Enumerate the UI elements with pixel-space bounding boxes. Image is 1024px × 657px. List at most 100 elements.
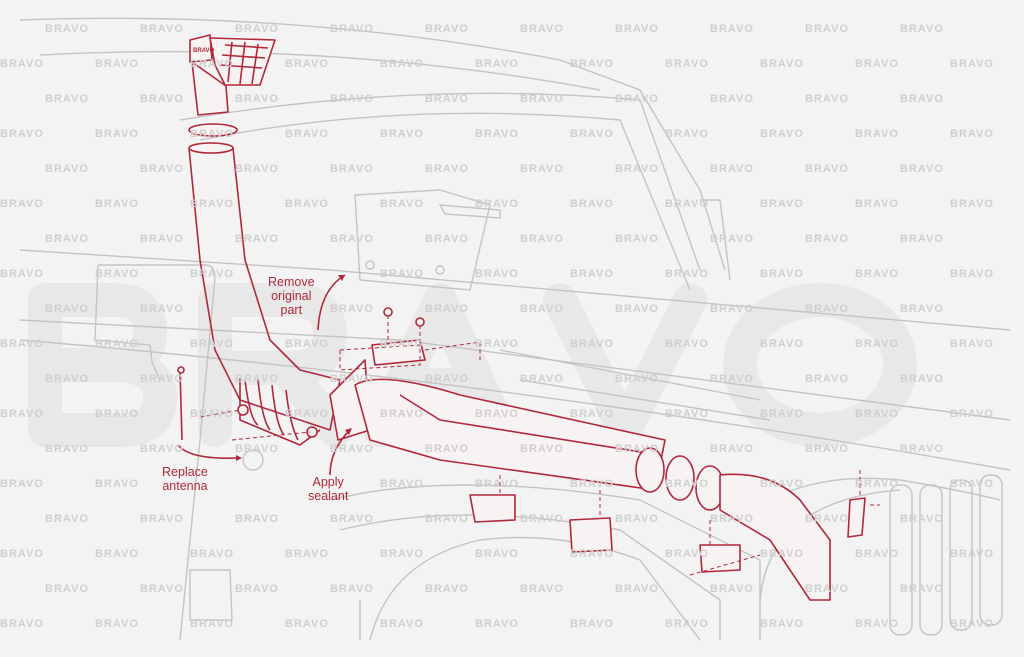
watermark-text: BRAVO bbox=[235, 443, 279, 455]
watermark-text: BRAVO bbox=[475, 58, 519, 70]
watermark-text: BRAVO bbox=[760, 618, 804, 630]
watermark-text: BRAVO bbox=[615, 373, 659, 385]
watermark-text: BRAVO bbox=[615, 233, 659, 245]
watermark-text: BRAVO bbox=[95, 618, 139, 630]
watermark-text: BRAVO bbox=[900, 163, 944, 175]
watermark-text: BRAVO bbox=[285, 198, 329, 210]
watermark-text: BRAVO bbox=[615, 513, 659, 525]
airbox-connector bbox=[719, 473, 831, 601]
watermark-text: BRAVO bbox=[665, 548, 709, 560]
watermark-text: BRAVO bbox=[950, 338, 994, 350]
watermark-text: BRAVO bbox=[760, 128, 804, 140]
watermark-text: BRAVO bbox=[425, 93, 469, 105]
watermark-text: BRAVO bbox=[380, 58, 424, 70]
watermark-text: BRAVO bbox=[45, 513, 89, 525]
watermark-text: BRAVO bbox=[570, 618, 614, 630]
watermark-text: BRAVO bbox=[805, 513, 849, 525]
watermark-text: BRAVO bbox=[520, 23, 564, 35]
watermark-text: BRAVO bbox=[330, 443, 374, 455]
watermark-text: BRAVO bbox=[475, 478, 519, 490]
watermark-text: BRAVO bbox=[855, 618, 899, 630]
watermark-text: BRAVO bbox=[950, 618, 994, 630]
watermark-text: BRAVO bbox=[900, 513, 944, 525]
watermark-text: BRAVO bbox=[380, 128, 424, 140]
watermark-text: BRAVO bbox=[665, 618, 709, 630]
watermark-text: BRAVO bbox=[190, 548, 234, 560]
label-line: sealant bbox=[308, 489, 349, 503]
watermark-text: BRAVO bbox=[900, 583, 944, 595]
watermark-text: BRAVO bbox=[425, 373, 469, 385]
watermark-text: BRAVO bbox=[425, 513, 469, 525]
label-line: part bbox=[280, 303, 303, 317]
watermark-text: BRAVO bbox=[760, 548, 804, 560]
snorkel-head-logo: BRAVO bbox=[193, 48, 215, 54]
watermark-text: BRAVO bbox=[710, 443, 754, 455]
watermark-text: BRAVO bbox=[805, 303, 849, 315]
watermark-text: BRAVO bbox=[805, 583, 849, 595]
label-line: Apply bbox=[312, 475, 344, 489]
watermark-text: BRAVO bbox=[950, 58, 994, 70]
watermark-text: BRAVO bbox=[330, 513, 374, 525]
watermark-text: BRAVO bbox=[665, 478, 709, 490]
watermark-text: BRAVO bbox=[760, 268, 804, 280]
watermark-text: BRAVO bbox=[0, 268, 44, 280]
watermark-text: BRAVO bbox=[900, 443, 944, 455]
watermark-text: BRAVO bbox=[665, 408, 709, 420]
watermark-text: BRAVO bbox=[570, 128, 614, 140]
watermark-text: BRAVO bbox=[330, 303, 374, 315]
watermark-text: BRAVO bbox=[805, 163, 849, 175]
watermark-text: BRAVO bbox=[710, 583, 754, 595]
antenna bbox=[179, 369, 183, 441]
watermark-text: BRAVO bbox=[520, 513, 564, 525]
watermark-text: BRAVO bbox=[900, 233, 944, 245]
watermark-text: BRAVO bbox=[45, 373, 89, 385]
watermark-text: BRAVO bbox=[520, 583, 564, 595]
watermark-text: BRAVO bbox=[710, 513, 754, 525]
watermark-text: BRAVO bbox=[425, 23, 469, 35]
watermark-text: BRAVO bbox=[0, 198, 44, 210]
watermark-text: BRAVO bbox=[330, 23, 374, 35]
watermark-text: BRAVO bbox=[520, 233, 564, 245]
watermark-text: BRAVO bbox=[950, 548, 994, 560]
watermark-text: BRAVO bbox=[805, 443, 849, 455]
watermark-text: BRAVO bbox=[0, 618, 44, 630]
watermark-text: BRAVO bbox=[0, 128, 44, 140]
annotation-leaders bbox=[177, 274, 352, 476]
watermark-text: BRAVO bbox=[900, 373, 944, 385]
watermark-text: BRAVO bbox=[760, 58, 804, 70]
watermark-text: BRAVO bbox=[475, 408, 519, 420]
watermark-text: BRAVO bbox=[570, 268, 614, 280]
watermark-text: BRAVO bbox=[950, 128, 994, 140]
watermark-text: BRAVO bbox=[380, 338, 424, 350]
watermark-text: BRAVO bbox=[190, 408, 234, 420]
watermark-text: BRAVO bbox=[140, 303, 184, 315]
watermark-text: BRAVO bbox=[235, 513, 279, 525]
watermark-text: BRAVO bbox=[615, 583, 659, 595]
watermark-text: BRAVO bbox=[190, 128, 234, 140]
watermark-text: BRAVO bbox=[140, 233, 184, 245]
watermark-text: BRAVO bbox=[140, 583, 184, 595]
watermark-text: BRAVO bbox=[425, 443, 469, 455]
watermark-text: BRAVO bbox=[425, 583, 469, 595]
watermark-text: BRAVO bbox=[95, 128, 139, 140]
watermark-text: BRAVO bbox=[665, 338, 709, 350]
watermark-text: BRAVO bbox=[140, 23, 184, 35]
watermark-text: BRAVO bbox=[45, 443, 89, 455]
watermark-text: BRAVO bbox=[855, 128, 899, 140]
watermark-text: BRAVO bbox=[760, 198, 804, 210]
label-line: Remove bbox=[268, 275, 315, 289]
watermark-text: BRAVO bbox=[475, 338, 519, 350]
watermark-text: BRAVO bbox=[760, 338, 804, 350]
clamp-ring bbox=[188, 123, 238, 137]
watermark-text: BRAVO bbox=[475, 618, 519, 630]
watermark-text: BRAVO bbox=[615, 303, 659, 315]
watermark-text: BRAVO bbox=[140, 443, 184, 455]
watermark-text: BRAVO bbox=[855, 408, 899, 420]
watermark-text: BRAVO bbox=[140, 373, 184, 385]
watermark-grid: BRAVO BRAVO BRAVO BRAVO BRAVO BRAVO BRAVO BRAVO… bbox=[0, 23, 994, 630]
watermark-text: BRAVO bbox=[45, 303, 89, 315]
watermark-text: BRAVO bbox=[805, 23, 849, 35]
watermark-text: BRAVO bbox=[855, 548, 899, 560]
watermark-text: BRAVO bbox=[235, 583, 279, 595]
